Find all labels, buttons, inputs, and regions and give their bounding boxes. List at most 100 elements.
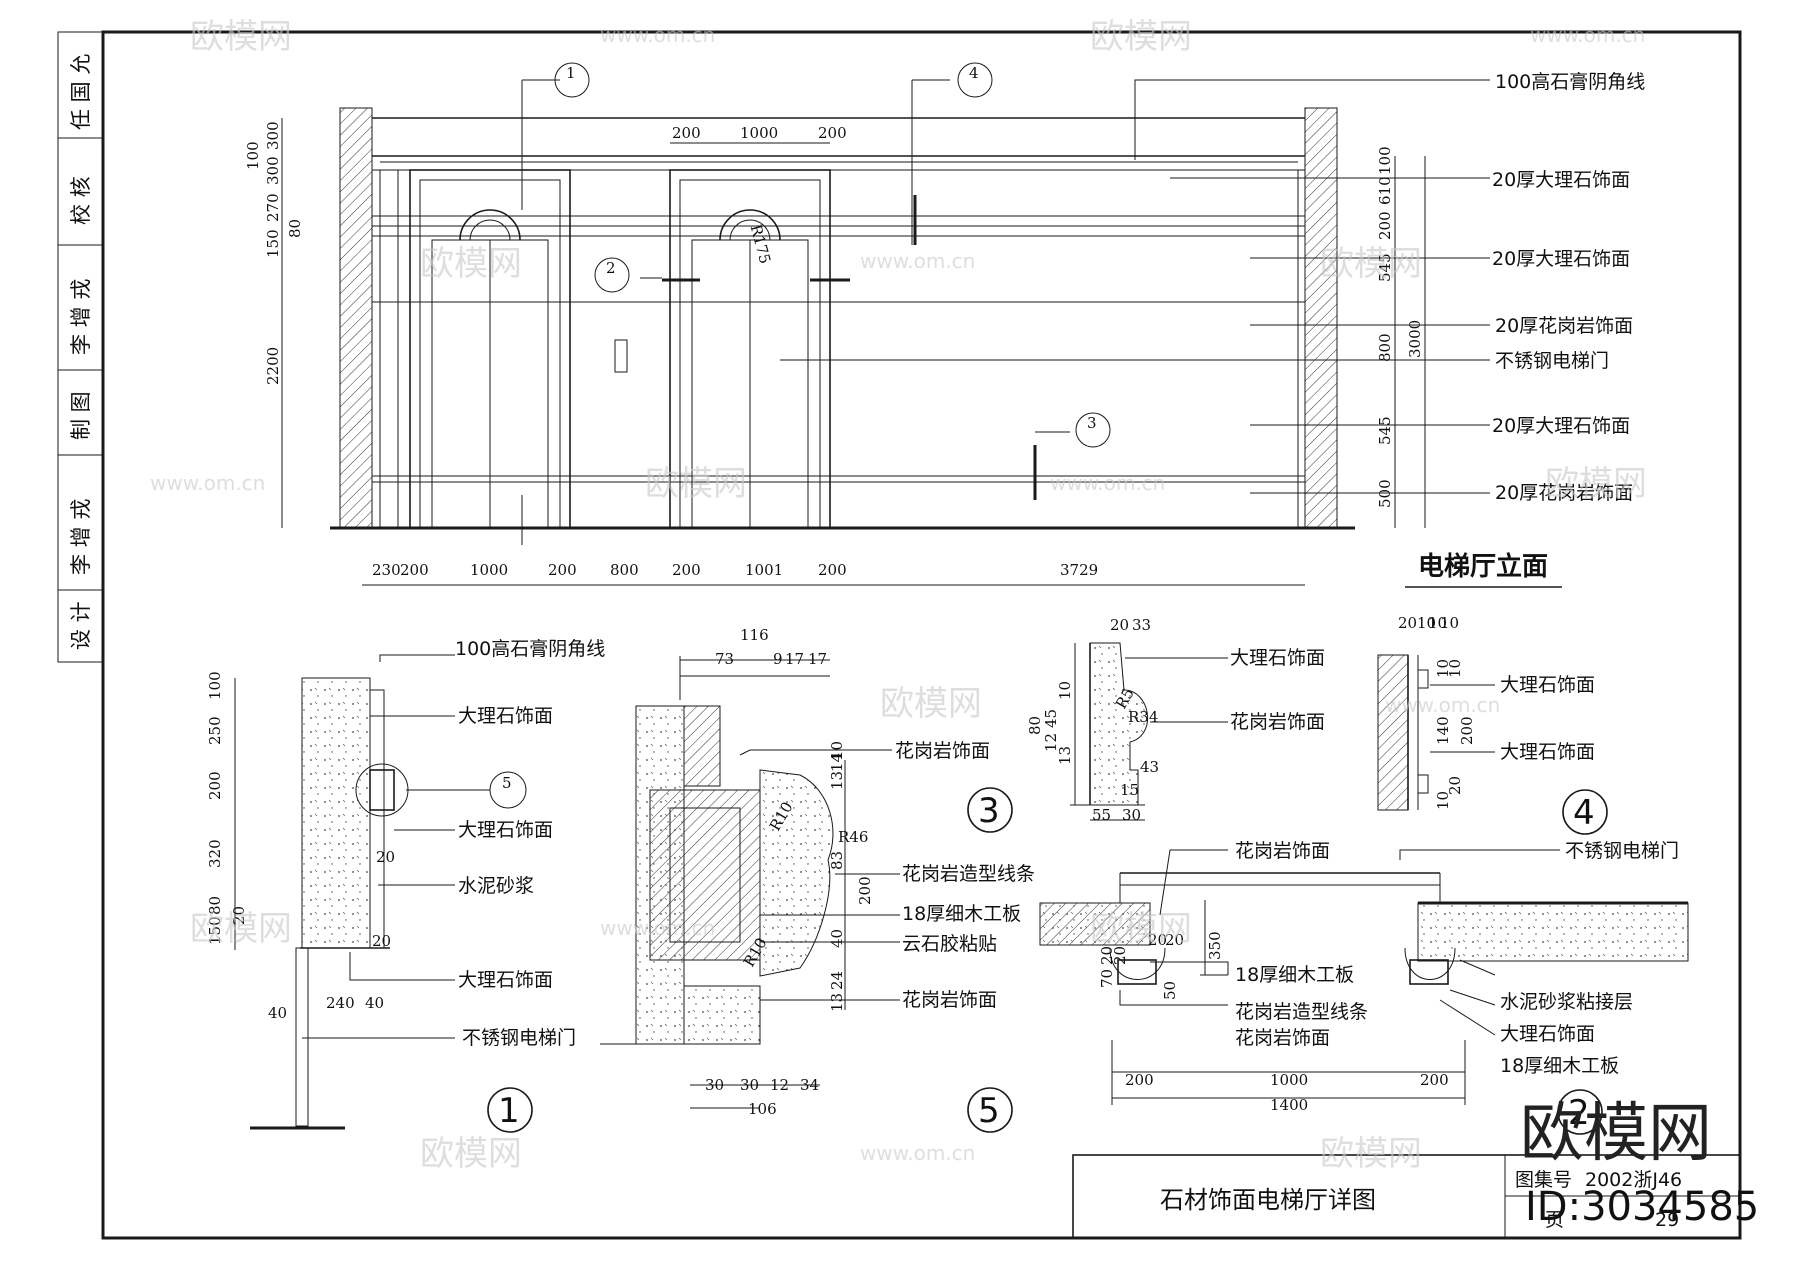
d1-label-marble-1: 大理石饰面 (458, 705, 553, 727)
d2-dim-7: 350 (1206, 931, 1224, 960)
d2-label-door: 不锈钢电梯门 (1565, 840, 1679, 862)
dim-bottom-1: 230 (372, 561, 401, 579)
dim-left-2: 100 (244, 141, 262, 170)
detail-2: 200 1000 200 1400 20 20 350 50 70 20 20 … (1039, 840, 1689, 1135)
callout-1 (554, 62, 590, 98)
wm-brand-2: 欧模网 (1090, 17, 1192, 57)
d1-dim-v-5: 80 (206, 896, 224, 915)
detail-3: 20 33 10 80 45 12 13 43 15 55 30 R5 R34 … (967, 616, 1325, 833)
d3-dim-8: 43 (1140, 758, 1159, 776)
watermarks: 欧模网 欧模网 www.om.cn www.om.cn 欧模网 欧模网 www.… (150, 17, 1759, 1230)
wm-brand-1: 欧模网 (190, 17, 292, 57)
left-wall (339, 107, 373, 529)
d5-dim-bot-2: 30 (740, 1076, 759, 1094)
elev-label-marble-3: 20厚大理石饰面 (1492, 415, 1630, 437)
d2-label-plywood-2: 18厚细木工板 (1500, 1055, 1619, 1077)
d2-label-plywood-1: 18厚细木工板 (1235, 964, 1354, 986)
d1-dim-v-1: 100 (206, 671, 224, 700)
wm-url-7: www.om.cn (600, 916, 715, 940)
d2-dim-8: 50 (1161, 981, 1179, 1000)
d5-dim-r-3: 10 (828, 741, 846, 760)
d5-dim-top-2: 73 (715, 650, 734, 668)
dim-right-1: 100 (1376, 146, 1394, 175)
atlas-value: 2002浙J46 (1585, 1169, 1682, 1191)
d1-dim-h-1: 40 (268, 1004, 287, 1022)
d5-dim-bot-1: 30 (705, 1076, 724, 1094)
elev-label-granite-1: 20厚花岗岩饰面 (1495, 315, 1633, 337)
d4-label-marble-1: 大理石饰面 (1500, 674, 1595, 696)
d5-dim-r-4: R46 (838, 828, 868, 846)
callout-2-label: 2 (606, 259, 616, 277)
d2-label-mortar: 水泥砂浆粘接层 (1500, 991, 1633, 1013)
dim-top-3: 200 (818, 124, 847, 142)
title-block: 石材饰面电梯厅详图 图集号 2002浙J46 页 29 (1072, 1154, 1741, 1239)
dim-left-1: 300 (264, 121, 282, 150)
dim-left-6: 150 (264, 229, 282, 258)
d5-label-molding: 花岗岩造型线条 (902, 863, 1035, 885)
detail5-number: 5 (978, 1091, 1000, 1131)
d4-dim-8: 200 (1458, 716, 1476, 745)
callout-4-label: 4 (969, 64, 979, 82)
d3-dim-11: 30 (1122, 806, 1141, 824)
signature-strip-dividers (58, 137, 103, 591)
dim-top-1: 200 (672, 124, 701, 142)
d4-dim-10: 20 (1446, 776, 1464, 795)
d5-dim-bot-3: 12 (770, 1076, 789, 1094)
d4-dim-6: 10 (1446, 659, 1464, 678)
dim-right-2: 610 (1376, 176, 1394, 205)
page-label: 页 (1545, 1209, 1564, 1231)
d1-label-marble-3: 大理石饰面 (458, 969, 553, 991)
detail1-callout-5-label: 5 (502, 774, 512, 792)
wm-url-4: www.om.cn (150, 471, 265, 495)
dim-bottom-3: 1000 (470, 561, 508, 579)
sig-role-1: 任 国 允 (69, 54, 93, 130)
elev-label-granite-2: 20厚花岗岩饰面 (1495, 482, 1633, 504)
sig-role-3: 李 增 戎 (69, 279, 93, 355)
d4-dim-5: 10 (1434, 659, 1452, 678)
dim-left-3: 300 (264, 156, 282, 185)
d1-dim-v-2: 250 (206, 716, 224, 745)
page-value: 29 (1655, 1209, 1679, 1231)
wm-url-1: www.om.cn (600, 23, 715, 47)
callout-2 (594, 257, 630, 293)
d2-dim-2: 1000 (1270, 1071, 1308, 1089)
detail1-number: 1 (498, 1091, 520, 1131)
d2-label-marble: 大理石饰面 (1500, 1023, 1595, 1045)
detail3-number-circle (967, 787, 1013, 833)
d1-dim-v-4: 320 (206, 839, 224, 868)
d1-label-door: 不锈钢电梯门 (462, 1027, 576, 1049)
d3-dim-6: 12 (1042, 733, 1060, 752)
callout-3 (1075, 412, 1111, 448)
d4-dim-3: 10 (1428, 614, 1447, 632)
callout-3-label: 3 (1087, 414, 1097, 432)
dim-right-4: 545 (1376, 253, 1394, 282)
d4-dim-4: 10 (1440, 614, 1459, 632)
d1-dim-h-5: 20 (372, 932, 391, 950)
d1-label-marble-2: 大理石饰面 (458, 819, 553, 841)
d3-dim-1: 20 (1110, 616, 1129, 634)
dim-left-7: 2200 (264, 347, 282, 385)
elev-label-marble-1: 20厚大理石饰面 (1492, 169, 1630, 191)
d2-dim-4: 1400 (1270, 1096, 1308, 1114)
radius-r175: R175 (747, 223, 775, 266)
call-button-panel (614, 339, 628, 373)
sig-role-2: 校 核 (69, 176, 93, 225)
wm-brand-5: 欧模网 (645, 464, 747, 504)
wm-url-8: www.om.cn (860, 1141, 975, 1165)
dim-bottom-5: 800 (610, 561, 639, 579)
d1-dim-v-3: 200 (206, 771, 224, 800)
wm-brand-11: 欧模网 (1320, 1134, 1422, 1174)
dim-left-5: 80 (286, 219, 304, 238)
dim-right-7: 545 (1376, 416, 1394, 445)
wm-brand-10: 欧模网 (420, 1134, 522, 1174)
d5-dim-r-1: 13 (828, 771, 846, 790)
d3-label-granite: 花岗岩饰面 (1230, 711, 1325, 733)
wm-brand-4: 欧模网 (1320, 244, 1422, 284)
d5-dim-r-5: 83 (828, 851, 846, 870)
wm-logo-big: 欧模网 (1520, 1097, 1712, 1171)
d4-dim-2: 10 (1417, 614, 1436, 632)
d1-label-cornice: 100高石膏阴角线 (455, 637, 605, 660)
detail2-number-circle (1557, 1089, 1603, 1135)
d5-label-glue: 云石胶粘贴 (902, 933, 997, 955)
d2-dim-3: 200 (1420, 1071, 1449, 1089)
